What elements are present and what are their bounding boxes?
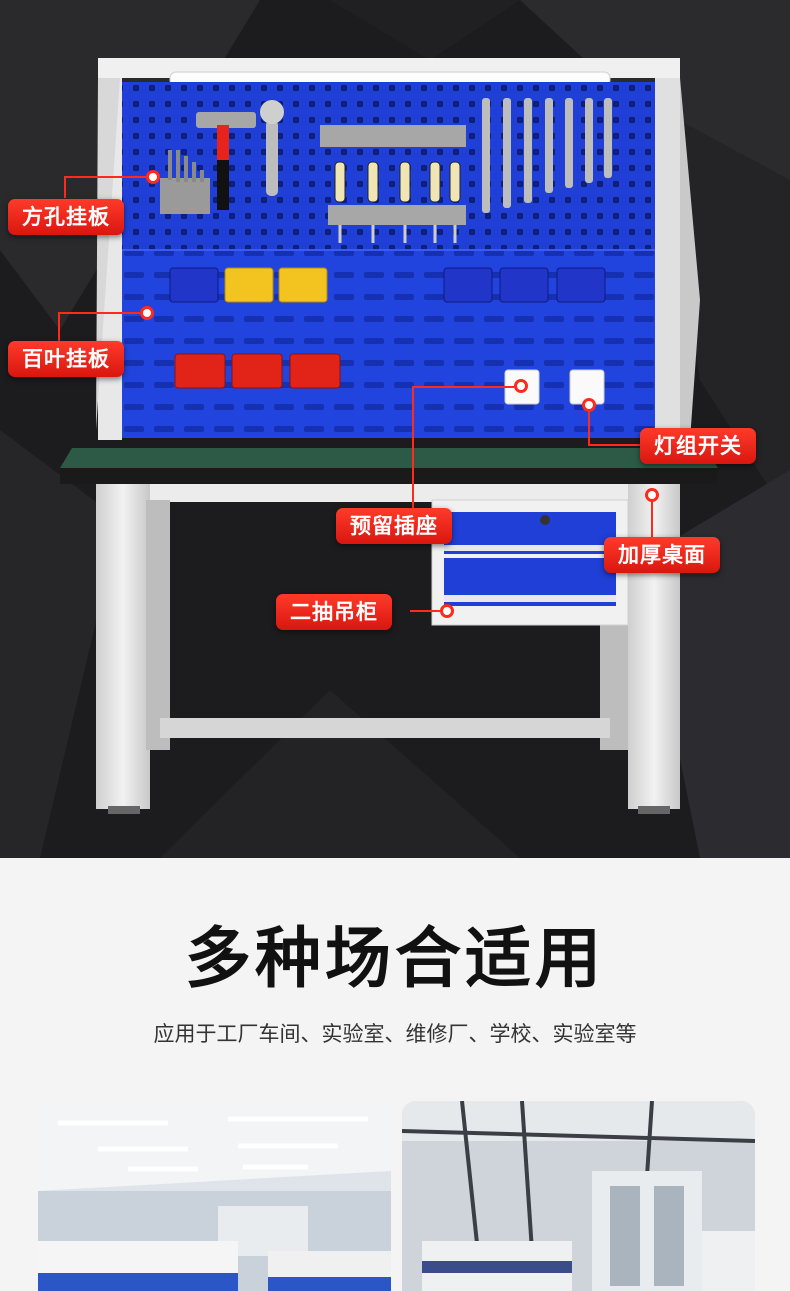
screwdriver-rack — [320, 125, 466, 243]
label-louver-panel: 百叶挂板 — [8, 341, 124, 377]
hammer — [196, 112, 256, 210]
label-two-drawer-cabinet: 二抽吊柜 — [276, 594, 392, 630]
allen-key-set — [160, 150, 210, 214]
label-reserved-socket: 预留插座 — [336, 508, 452, 544]
left-front-leg — [96, 484, 150, 809]
bench-top — [60, 448, 718, 468]
product-hero: 方孔挂板 百叶挂板 灯组开关 预留插座 加厚桌面 二抽吊柜 — [0, 0, 790, 858]
drawer-cabinet — [431, 499, 629, 626]
label-thick-desktop: 加厚桌面 — [604, 537, 720, 573]
section-subline: 应用于工厂车间、实验室、维修厂、学校、实验室等 — [153, 1022, 637, 1046]
label-square-pegboard: 方孔挂板 — [8, 199, 124, 235]
adjustable-wrench — [260, 100, 284, 196]
section-headline: 多种场合适用 — [185, 920, 605, 997]
light-canopy — [98, 58, 680, 87]
storage-bins — [169, 267, 606, 389]
spanner-set — [482, 98, 612, 213]
photo-lab-room — [38, 1101, 391, 1291]
label-light-switch: 灯组开关 — [640, 428, 756, 464]
right-front-leg — [628, 484, 680, 809]
photo-workshop — [402, 1101, 755, 1291]
